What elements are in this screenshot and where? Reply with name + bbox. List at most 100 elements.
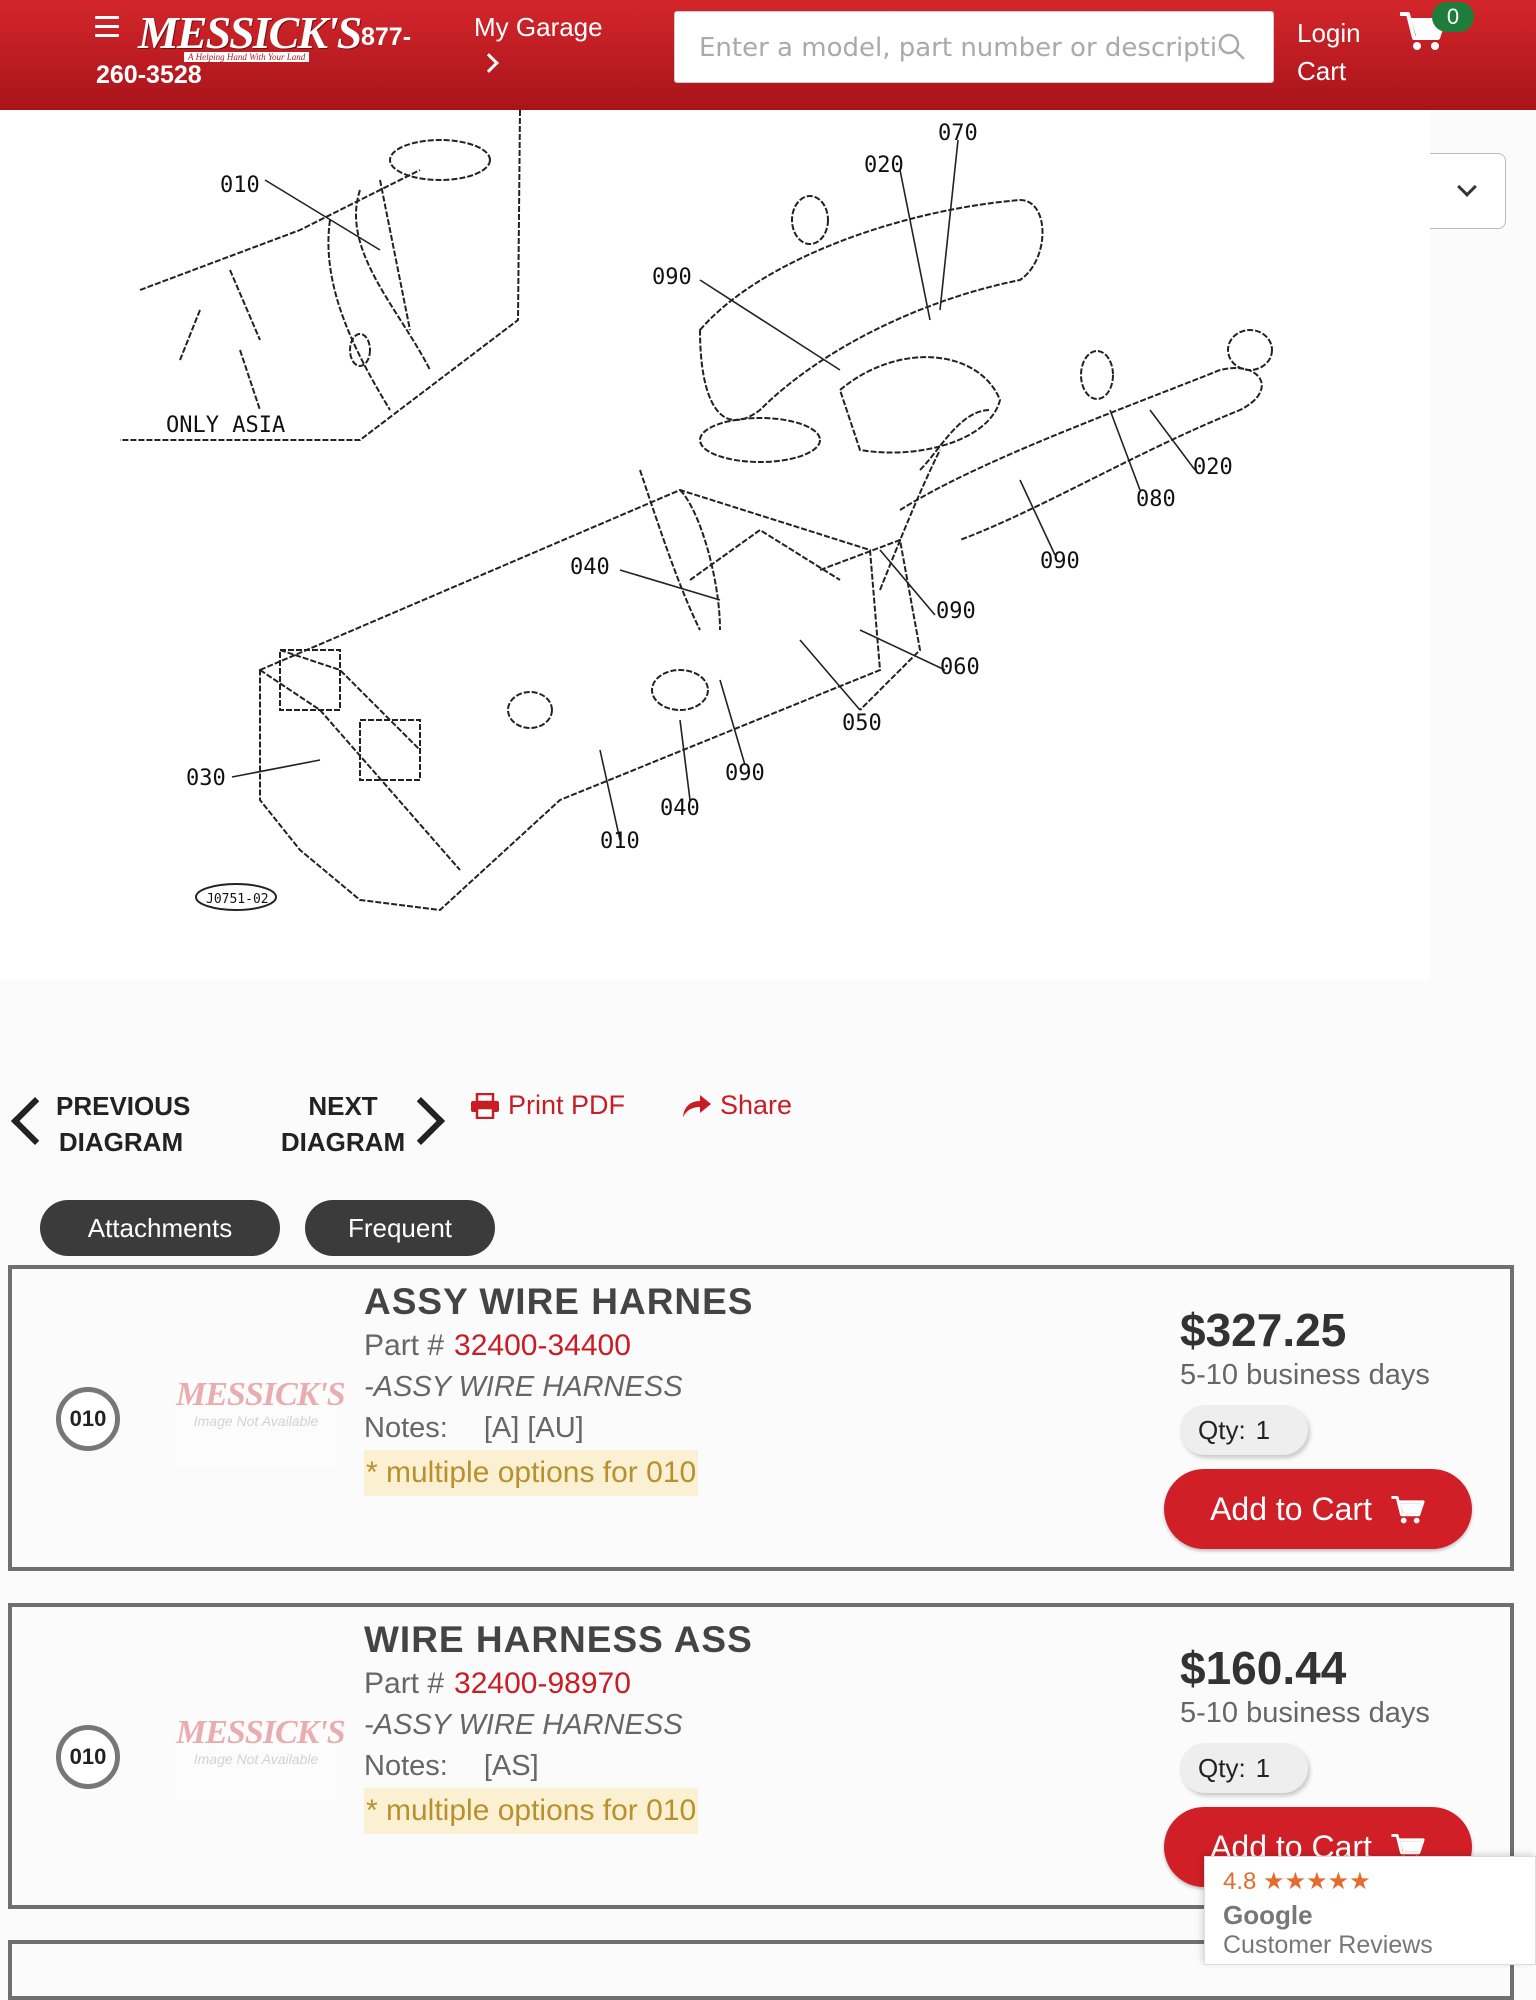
search-input[interactable]	[699, 30, 1219, 66]
print-pdf-label: Print PDF	[508, 1090, 626, 1120]
ref-number-badge: 010	[56, 1725, 120, 1789]
chevron-left-icon[interactable]	[10, 1096, 60, 1146]
review-rating-row: 4.8 ★★★★★	[1223, 1867, 1535, 1896]
part-notes: Notes: [AS]	[364, 1750, 539, 1783]
part-card: 010 MESSICK'S Image Not Available ASSY W…	[8, 1265, 1514, 1571]
callout-020: 020	[864, 153, 904, 178]
print-pdf-link[interactable]: Print PDF	[470, 1090, 625, 1121]
part-notes: Notes: [A] [AU]	[364, 1412, 584, 1445]
callout-080: 080	[1136, 487, 1176, 512]
callout-070: 070	[938, 121, 978, 146]
share-label: Share	[720, 1090, 793, 1120]
qty-label: Qty:	[1198, 1415, 1246, 1445]
quantity-selector[interactable]: Qty: 1	[1180, 1743, 1308, 1793]
my-garage-label: My Garage	[474, 12, 603, 42]
cart-count-badge: 0	[1432, 2, 1474, 32]
notes-value: [AS]	[483, 1750, 539, 1782]
placeholder-text: Image Not Available	[193, 1751, 319, 1767]
quantity-selector[interactable]: Qty: 1	[1180, 1405, 1308, 1455]
site-header: MESSICK'S A Helping Hand With Your Land …	[0, 0, 1536, 110]
notes-value: [A] [AU]	[483, 1412, 584, 1444]
placeholder-logo: MESSICK'S	[176, 1714, 346, 1751]
callout-060: 060	[940, 655, 980, 680]
logo-tagline: A Helping Hand With Your Land	[184, 52, 310, 62]
callout-040: 040	[570, 555, 610, 580]
printer-icon	[471, 1092, 499, 1119]
next-diagram-line2: DIAGRAM	[280, 1127, 406, 1157]
next-diagram-button[interactable]: NEXT DIAGRAM	[278, 1088, 408, 1160]
filter-attachments[interactable]: Attachments	[40, 1200, 280, 1256]
shipping-estimate: 5-10 business days	[1180, 1697, 1430, 1729]
cart-link[interactable]: Cart	[1297, 56, 1347, 86]
add-to-cart-label: Add to Cart	[1210, 1490, 1372, 1527]
notes-label: Notes:	[364, 1412, 448, 1444]
google-reviews-badge[interactable]: 4.8 ★★★★★ Google Customer Reviews	[1204, 1856, 1536, 1965]
callout-090b: 090	[1040, 549, 1080, 574]
hamburger-menu-icon[interactable]	[95, 16, 119, 37]
diagram-callouts: 010 020 070 090 020 080 090 040 090 060 …	[166, 121, 1233, 854]
callout-090d: 090	[725, 761, 765, 786]
multiple-options-note: * multiple options for 010	[364, 1450, 699, 1496]
next-diagram-line1: NEXT	[308, 1091, 378, 1121]
add-to-cart-button[interactable]: Add to Cart	[1164, 1469, 1472, 1549]
chevron-right-icon	[479, 53, 499, 73]
part-number-label: Part #	[364, 1329, 445, 1362]
multiple-options-note: * multiple options for 010	[364, 1788, 699, 1834]
part-name-link[interactable]: WIRE HARNESS ASS	[364, 1619, 753, 1660]
part-price: $327.25	[1180, 1304, 1347, 1356]
callout-050: 050	[842, 711, 882, 736]
parts-diagram[interactable]: 010 020 070 090 020 080 090 040 090 060 …	[0, 109, 1430, 980]
customer-reviews-caption: Customer Reviews	[1223, 1931, 1433, 1959]
messicks-logo[interactable]: MESSICK'S A Helping Hand With Your Land	[138, 7, 362, 62]
search-icon[interactable]	[1217, 32, 1247, 62]
google-brand: Google	[1223, 1900, 1313, 1930]
qty-label: Qty:	[1198, 1753, 1246, 1783]
chevron-down-icon	[1457, 177, 1477, 197]
part-description: -ASSY WIRE HARNESS	[364, 1709, 683, 1741]
part-number-row: Part # 32400-98970	[364, 1667, 631, 1701]
shipping-estimate: 5-10 business days	[1180, 1359, 1430, 1391]
share-link[interactable]: Share	[682, 1090, 792, 1121]
ref-number-badge: 010	[56, 1387, 120, 1451]
placeholder-logo: MESSICK'S	[176, 1376, 346, 1413]
my-garage-link[interactable]: My Garage	[474, 12, 603, 73]
placeholder-text: Image Not Available	[193, 1413, 319, 1429]
part-name-link[interactable]: ASSY WIRE HARNES	[364, 1281, 754, 1322]
diagram-drawing: 010 020 070 090 020 080 090 040 090 060 …	[120, 109, 1273, 912]
callout-040b: 040	[660, 796, 700, 821]
notes-label: Notes:	[364, 1750, 448, 1782]
callout-090: 090	[652, 265, 692, 290]
part-image-placeholder[interactable]: MESSICK'S Image Not Available	[176, 1714, 346, 1805]
qty-value: 1	[1255, 1415, 1271, 1445]
inset-label: ONLY ASIA	[166, 413, 285, 438]
share-icon	[683, 1094, 711, 1117]
diagram-stamp: J0751-02	[206, 892, 269, 907]
review-rating: 4.8	[1223, 1868, 1257, 1895]
callout-inset-010: 010	[220, 173, 260, 198]
part-number-link[interactable]: 32400-34400	[454, 1329, 631, 1362]
previous-diagram-button[interactable]: PREVIOUS DIAGRAM	[56, 1088, 191, 1160]
previous-diagram-line2: DIAGRAM	[58, 1127, 184, 1157]
part-description: -ASSY WIRE HARNESS	[364, 1371, 683, 1403]
phone-line-2: 260-3528	[96, 61, 202, 89]
part-number-label: Part #	[364, 1667, 445, 1700]
cart-icon	[1391, 1496, 1425, 1524]
part-image-placeholder[interactable]: MESSICK'S Image Not Available	[176, 1376, 346, 1467]
part-number-row: Part # 32400-34400	[364, 1329, 631, 1363]
login-link[interactable]: Login	[1297, 18, 1361, 48]
part-price: $160.44	[1180, 1642, 1347, 1694]
callout-010: 010	[600, 829, 640, 854]
callout-020b: 020	[1193, 455, 1233, 480]
login-cart-links: Login Cart	[1297, 14, 1361, 90]
qty-value: 1	[1255, 1753, 1271, 1783]
callout-090c: 090	[936, 599, 976, 624]
part-number-link[interactable]: 32400-98970	[454, 1667, 631, 1700]
previous-diagram-line1: PREVIOUS	[56, 1091, 191, 1121]
search-box	[674, 11, 1274, 83]
phone-line-1: 877-	[361, 23, 412, 51]
logo-wordmark: MESSICK'S	[138, 7, 362, 58]
review-stars-icon: ★★★★★	[1263, 1868, 1371, 1895]
diagram-dropdown-toggle[interactable]	[1430, 153, 1506, 229]
callout-030: 030	[186, 766, 226, 791]
filter-frequent[interactable]: Frequent	[305, 1200, 495, 1256]
